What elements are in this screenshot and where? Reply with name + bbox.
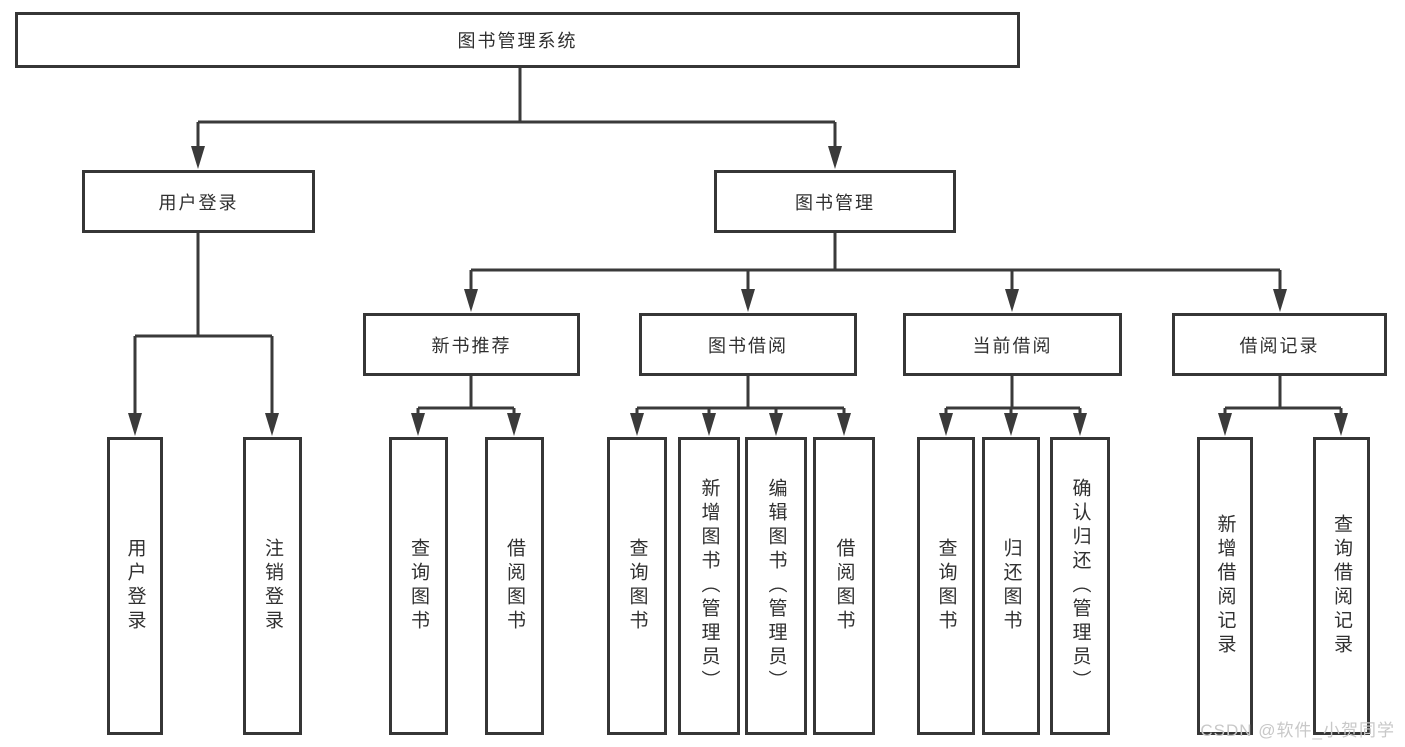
arrowhead-bw-edit	[769, 413, 783, 436]
arrowhead-nb-borrow	[507, 413, 521, 436]
connector-borrow-records-children	[1223, 376, 1343, 415]
arrowhead-rc-add	[1218, 413, 1232, 436]
leaf-user-login: 用户登录	[107, 437, 163, 735]
leaf-cu-confirm-return-admin: 确认归还（管理员）	[1050, 437, 1110, 735]
node-book-management: 图书管理	[714, 170, 956, 233]
node-book-borrow: 图书借阅	[639, 313, 857, 376]
arrowhead-cu-query	[939, 413, 953, 436]
connector-book-borrow-children	[635, 376, 846, 415]
node-user-login: 用户登录	[82, 170, 315, 233]
leaf-nb-borrow-book: 借阅图书	[485, 437, 544, 735]
node-borrow-records: 借阅记录	[1172, 313, 1387, 376]
node-root: 图书管理系统	[15, 12, 1020, 68]
arrowhead-leaf-login	[128, 413, 142, 436]
leaf-bw-borrow-book: 借阅图书	[813, 437, 875, 735]
node-current-borrow: 当前借阅	[903, 313, 1122, 376]
connector-new-book-children	[416, 376, 516, 415]
connector-current-borrow-children	[944, 376, 1082, 415]
arrowhead-book-management	[828, 146, 842, 169]
leaf-bw-query-book: 查询图书	[607, 437, 667, 735]
arrowhead-bw-query	[630, 413, 644, 436]
connector-root-to-level2	[196, 68, 837, 148]
leaf-bw-add-book-admin: 新增图书（管理员）	[678, 437, 740, 735]
arrowhead-rc-query	[1334, 413, 1348, 436]
leaf-cu-query-book: 查询图书	[917, 437, 975, 735]
connector-user-login-children	[133, 233, 274, 415]
arrowhead-bw-add	[702, 413, 716, 436]
leaf-cu-return-book: 归还图书	[982, 437, 1040, 735]
leaf-bw-edit-book-admin: 编辑图书（管理员）	[745, 437, 807, 735]
arrowhead-new-book	[464, 289, 478, 312]
arrowhead-cu-return	[1004, 413, 1018, 436]
arrowhead-bw-borrow	[837, 413, 851, 436]
connector-book-management-children	[469, 233, 1282, 291]
arrowhead-user-login	[191, 146, 205, 169]
arrowhead-current-borrow	[1005, 289, 1019, 312]
leaf-nb-query-book: 查询图书	[389, 437, 448, 735]
arrowhead-cu-confirm	[1073, 413, 1087, 436]
leaf-logout: 注销登录	[243, 437, 302, 735]
arrowhead-leaf-logout	[265, 413, 279, 436]
node-new-book-recommend: 新书推荐	[363, 313, 580, 376]
arrowhead-book-borrow	[741, 289, 755, 312]
leaf-rc-query-record: 查询借阅记录	[1313, 437, 1370, 735]
leaf-rc-add-record: 新增借阅记录	[1197, 437, 1253, 735]
arrowhead-borrow-records	[1273, 289, 1287, 312]
watermark: CSDN @软件_小贺同学	[1200, 721, 1395, 740]
arrowhead-nb-query	[411, 413, 425, 436]
